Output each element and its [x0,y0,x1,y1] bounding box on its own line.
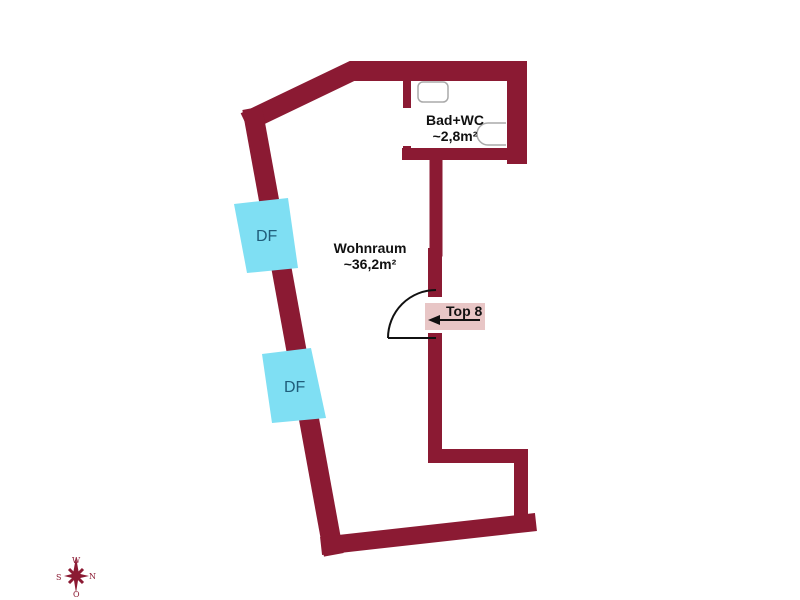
roof-window-1 [234,198,298,273]
compass-north: N [89,572,96,581]
sink-icon [417,81,449,103]
left-wall [242,106,344,557]
room-label-bad: Bad+WC ~2,8m² [415,112,495,144]
room-name: Wohnraum [333,240,407,256]
bottom-wall [320,513,537,555]
toilet-icon [476,122,506,146]
door [387,289,437,339]
compass-icon: W S N O [56,556,96,599]
compass-south: S [56,573,61,582]
outer-wall [240,61,527,164]
entrance-label: Top 8 [446,303,483,319]
roof-window-2 [262,348,326,423]
room-area: ~36,2m² [343,256,397,272]
window-label: DF [256,228,278,245]
entrance-label-bg [425,303,485,330]
room-name: Bad+WC [426,112,484,128]
compass-east: O [73,590,80,599]
entrance-arrow-icon [428,315,480,325]
window-label: DF [284,379,306,396]
corridor-wall-lower [428,333,528,529]
room-area: ~2,8m² [432,128,478,144]
compass-west: W [72,556,81,565]
room-label-wohnraum: Wohnraum ~36,2m² [315,240,425,272]
